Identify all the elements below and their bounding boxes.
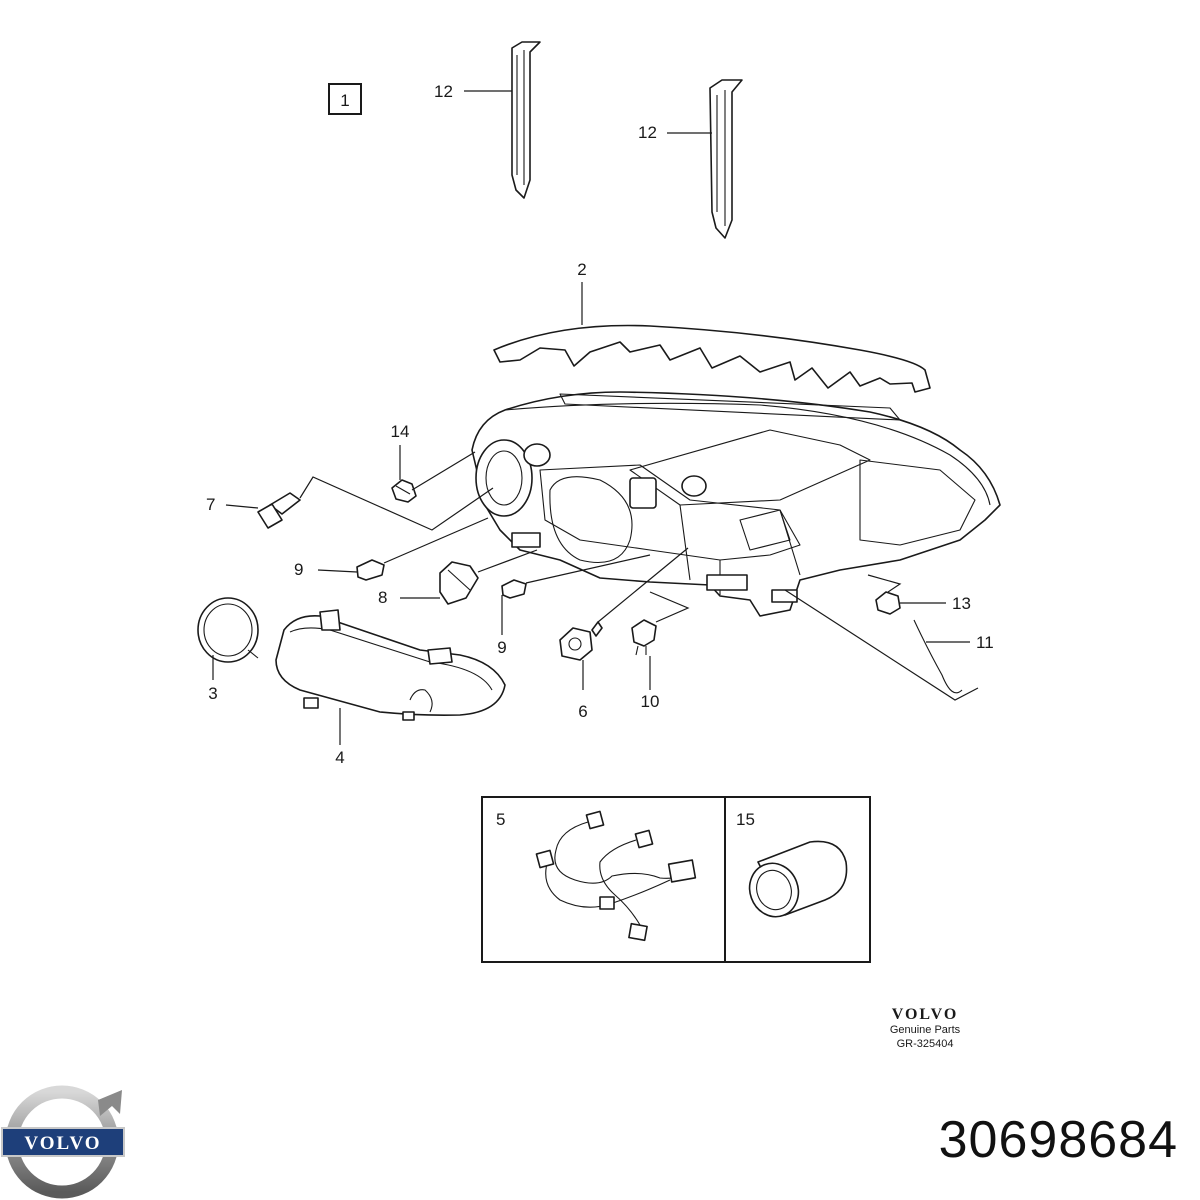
callout-2: 2 — [577, 260, 586, 279]
bulb-9-upper — [356, 559, 385, 581]
callout-4: 4 — [335, 748, 344, 767]
logo-wordmark: VOLVO — [24, 1133, 101, 1154]
volvo-iron-mark-icon: VOLVO — [1, 1085, 125, 1199]
genuine-parts-block: VOLVO Genuine Parts GR-325404 — [890, 1006, 961, 1050]
callout-9-lower: 9 — [497, 638, 506, 657]
bracket-12-left — [511, 41, 541, 199]
part-number: 30698684 — [938, 1111, 1178, 1169]
callout-12-left: 12 — [434, 82, 453, 101]
callout-15: 15 — [736, 810, 755, 829]
callout-3: 3 — [208, 684, 217, 703]
bulb-9-lower — [501, 579, 527, 599]
callout-11: 11 — [976, 633, 994, 652]
callout-6: 6 — [578, 702, 587, 721]
clip-13 — [875, 591, 901, 615]
diagram-code: GR-325404 — [897, 1038, 954, 1050]
callout-14: 14 — [391, 422, 410, 441]
brand-volvo: VOLVO — [892, 1006, 959, 1023]
callout-7: 7 — [206, 495, 215, 514]
callout-5: 5 — [496, 810, 505, 829]
brand-subtitle: Genuine Parts — [890, 1024, 961, 1036]
cable-11 — [913, 619, 963, 694]
callout-1-box: 1 — [328, 83, 362, 115]
rear-cover-4 — [275, 609, 506, 721]
callout-8: 8 — [378, 588, 387, 607]
sleeve-15 — [748, 840, 848, 918]
callout-9-upper: 9 — [294, 560, 303, 579]
headlamp-housing — [471, 391, 1001, 617]
callout-13: 13 — [952, 594, 971, 613]
wiring-harness-5 — [535, 810, 697, 942]
callout-12-right: 12 — [638, 123, 657, 142]
bulb-8 — [439, 561, 479, 605]
bracket-12-right — [709, 79, 743, 239]
socket-6 — [559, 621, 603, 661]
seal-ring-3 — [197, 597, 259, 663]
callout-10: 10 — [641, 692, 660, 711]
cover-strip-2 — [493, 324, 931, 393]
callout-1: 1 — [340, 91, 349, 110]
clip-14 — [391, 479, 417, 503]
screw-7 — [257, 492, 301, 529]
bulb-10 — [631, 619, 657, 656]
